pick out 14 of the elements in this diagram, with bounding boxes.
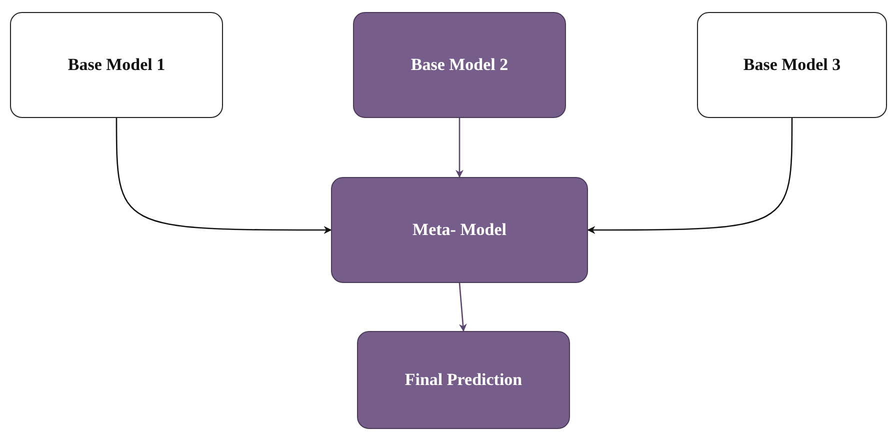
box-label: Final Prediction bbox=[404, 369, 522, 392]
process-box bbox=[697, 12, 887, 118]
arrow bbox=[456, 118, 464, 178]
box-label: Meta- Model bbox=[412, 219, 506, 242]
box-label: Base Model 3 bbox=[743, 54, 841, 76]
arrow bbox=[458, 282, 467, 332]
process-box bbox=[353, 12, 566, 118]
box-label: Base Model 2 bbox=[410, 54, 508, 76]
arrow bbox=[587, 118, 793, 234]
box-label: Base Model 1 bbox=[68, 54, 166, 76]
process-box bbox=[10, 12, 223, 118]
process-box bbox=[331, 177, 588, 283]
process-box bbox=[357, 331, 570, 429]
arrow bbox=[116, 118, 332, 234]
